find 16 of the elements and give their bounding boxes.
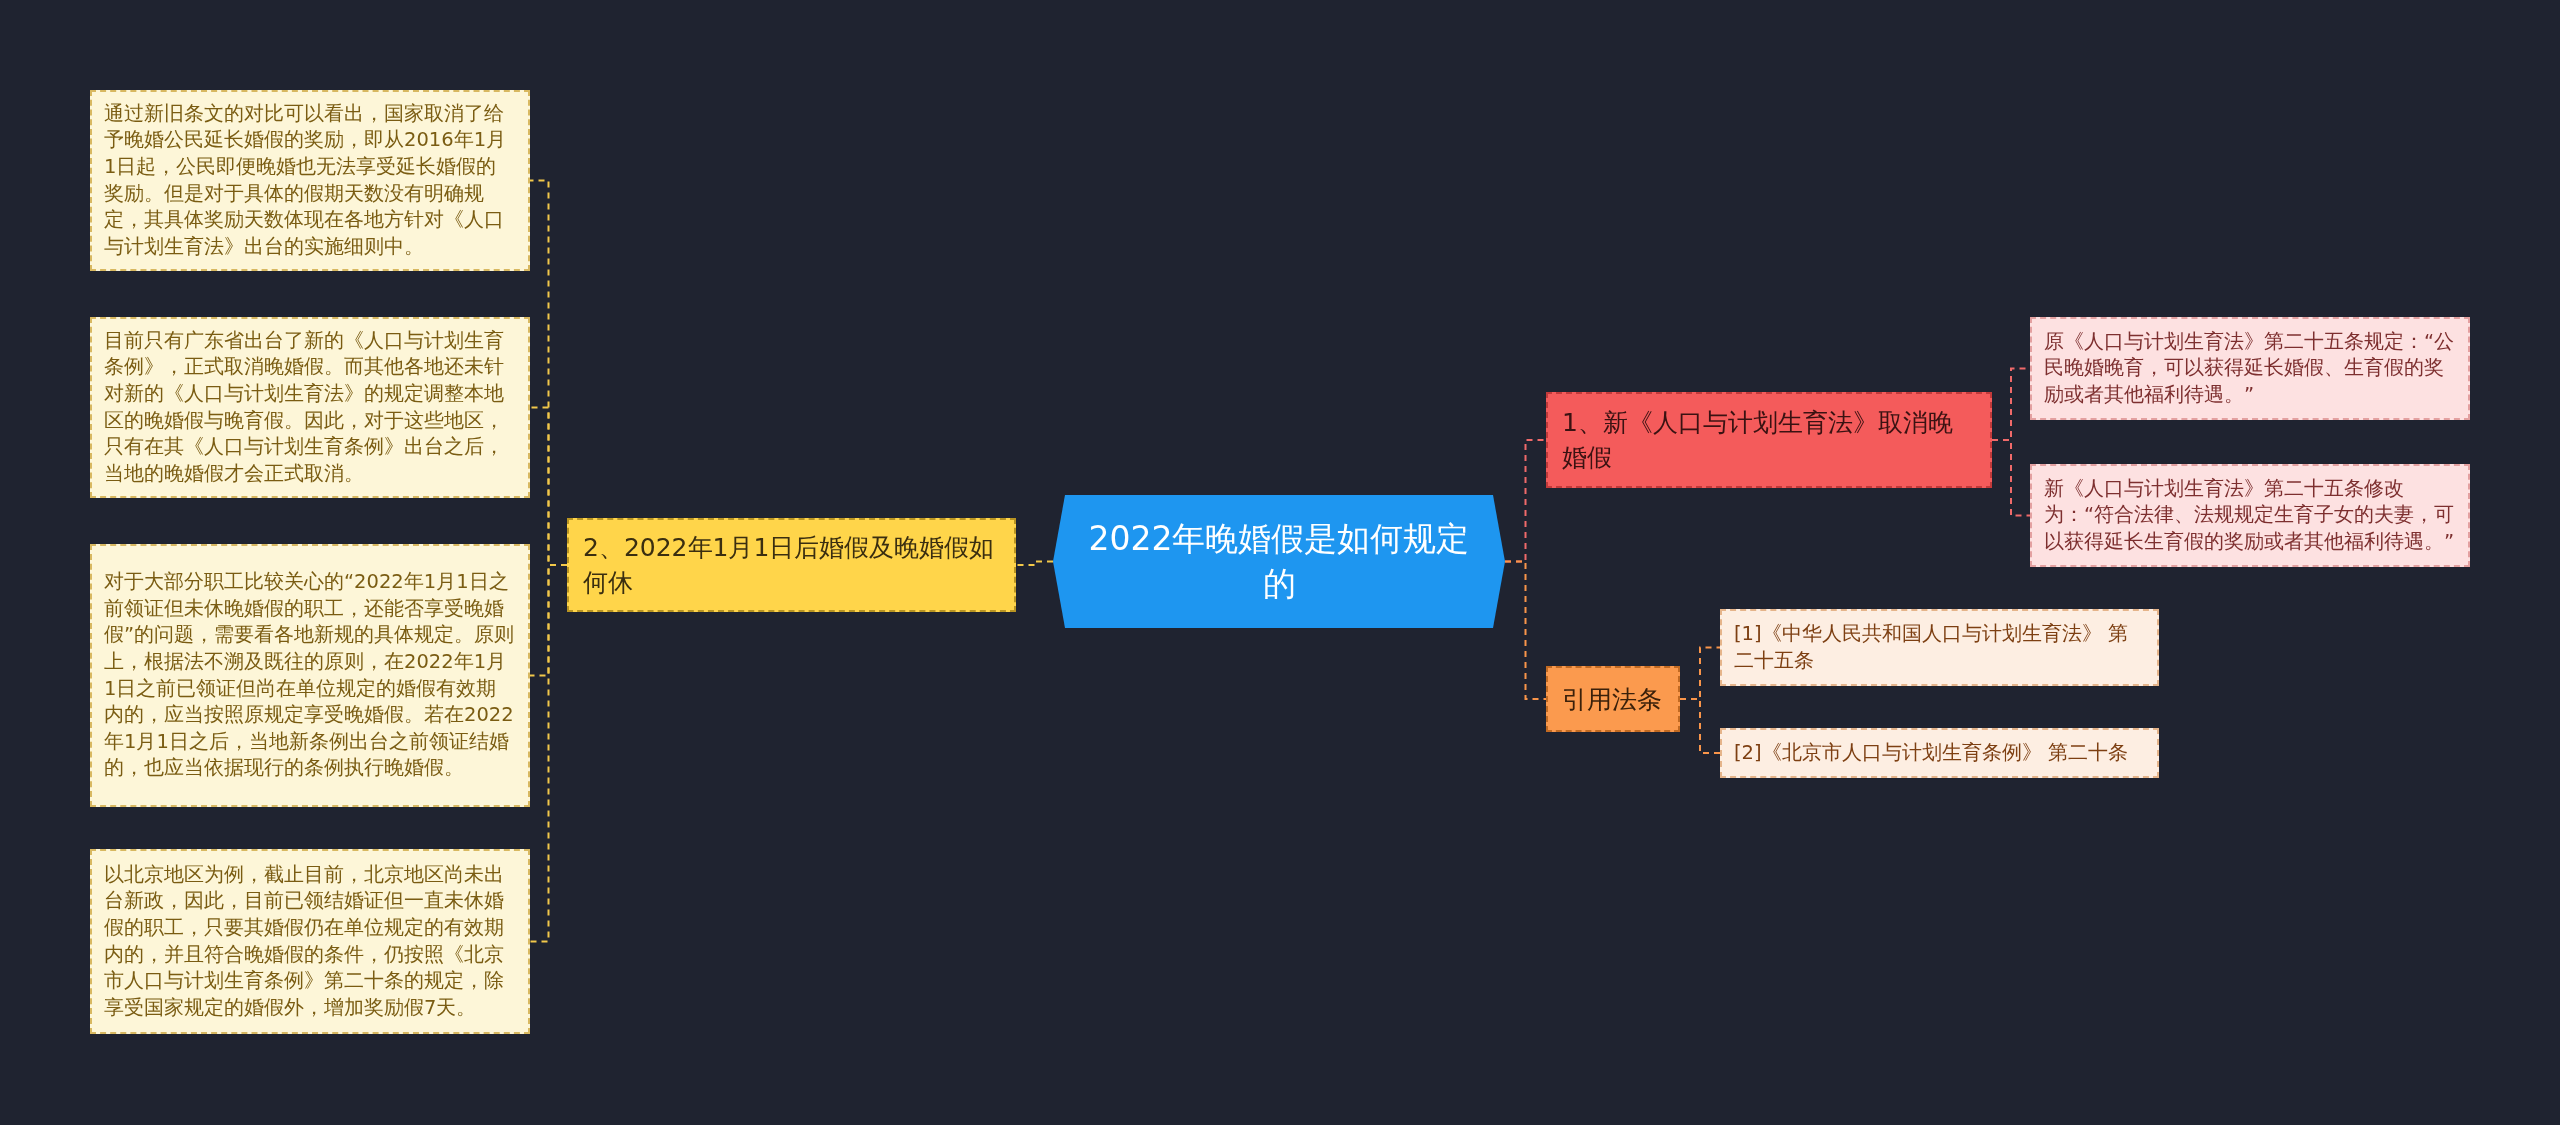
central-topic: 2022年晚婚假是如何规定的 bbox=[1053, 495, 1505, 628]
text-box: 通过新旧条文的对比可以看出，国家取消了给予晚婚公民延长婚假的奖励，即从2016年1月1日起，公民即便晚婚也无法享受延长婚假的奖励。但是对于具体的假期天数没有明确规定，其具体奖励天数体现在各地方针对《人口与计划生育法》出台的实施细则中。 bbox=[90, 90, 530, 271]
text-box: 以北京地区为例，截止目前，北京地区尚未出台新政，因此，目前已领结婚证但一直未休婚假的职工，只要其婚假仍在单位规定的有效期内的，并且符合晚婚假的条件，仍按照《北京市人口与计划生育条例》第二十条的规定，除享受国家规定的婚假外，增加奖励假7天。 bbox=[90, 849, 530, 1034]
text-box: 新《人口与计划生育法》第二十五条修改为：“符合法律、法规规定生育子女的夫妻，可以获得延长生育假的奖励或者其他福利待遇。” bbox=[2030, 464, 2470, 567]
connector-line bbox=[1504, 560, 1547, 700]
branch-box: 1、新《人口与计划生育法》取消晚婚假 bbox=[1546, 392, 1992, 488]
branch-box: 引用法条 bbox=[1546, 666, 1680, 732]
connector-line bbox=[1991, 439, 2031, 517]
text-box: 目前只有广东省出台了新的《人口与计划生育条例》，正式取消晚婚假。而其他各地还未针对新的《人口与计划生育法》的规定调整本地区的晚婚假与晚育假。因此，对于这些地区，只有在其《人口与计划生育条例》出台之后，当地的晚婚假才会正式取消。 bbox=[90, 317, 530, 498]
text-box: 对于大部分职工比较关心的“2022年1月1日之前领证但未休晚婚假的职工，还能否享受晚婚假”的问题，需要看各地新规的具体规定。原则上，根据法不溯及既往的原则，在2022年1月1日之前已领证但尚在单位规定的婚假有效期内的，应当按照原规定享受晚婚假。若在2022年1月1日之后，当地新条例出台之前领证结婚的，也应当依据现行的条例执行晚婚假。 bbox=[90, 544, 530, 807]
connector-line bbox=[1015, 560, 1054, 566]
branch-box: 2、2022年1月1日后婚假及晚婚假如何休 bbox=[567, 518, 1016, 612]
connector-line bbox=[1679, 698, 1721, 754]
text-box: [1]《中华人民共和国人口与计划生育法》 第二十五条 bbox=[1720, 609, 2159, 686]
text-box: 原《人口与计划生育法》第二十五条规定：“公民晚婚晚育，可以获得延长婚假、生育假的奖励或者其他福利待遇。” bbox=[2030, 317, 2470, 420]
text-box: [2]《北京市人口与计划生育条例》 第二十条 bbox=[1720, 728, 2159, 778]
